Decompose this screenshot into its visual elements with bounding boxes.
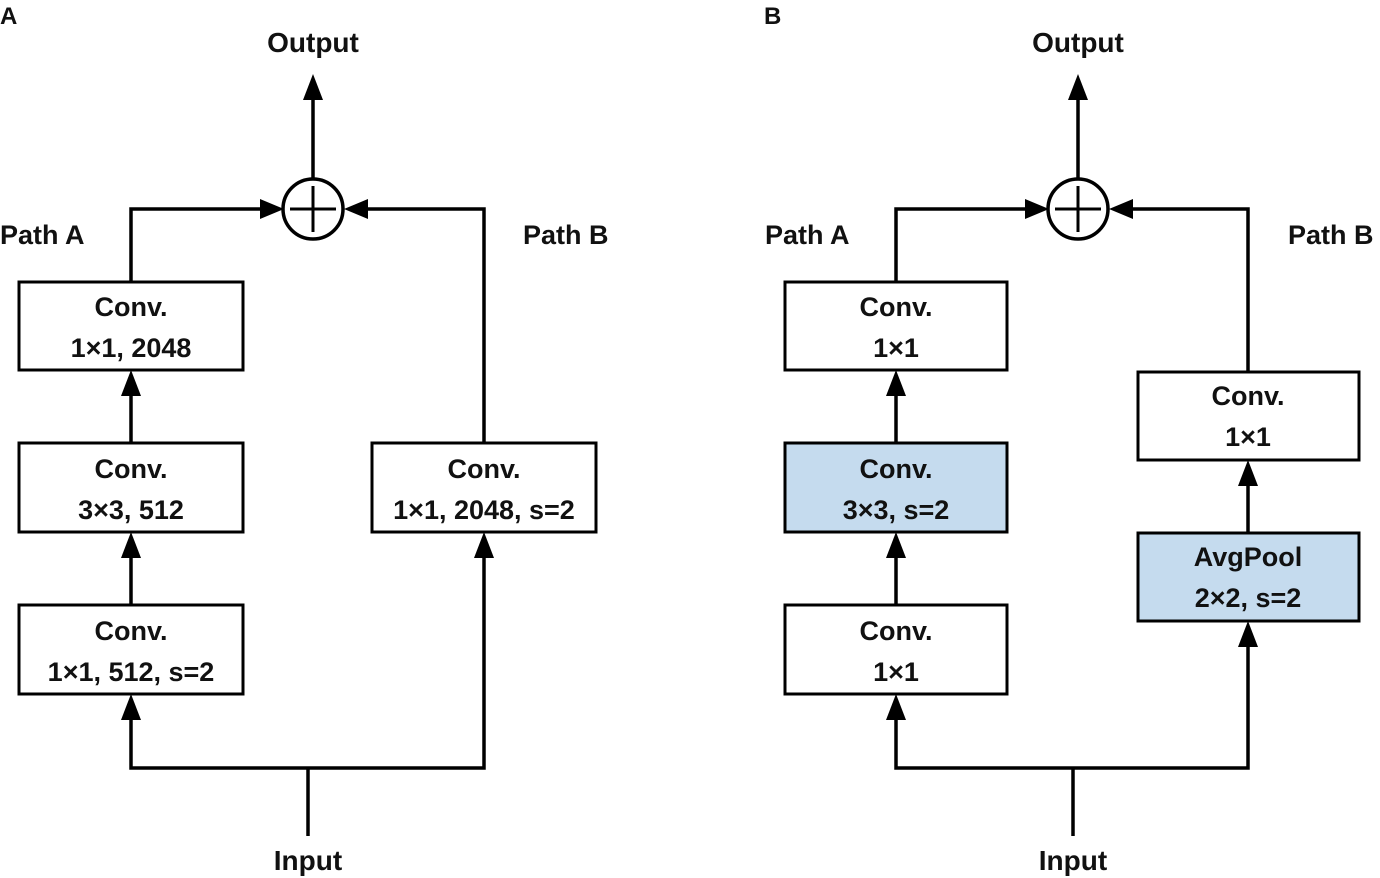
panel-a-sum-left-arrowhead: [260, 199, 284, 219]
panel-b-path-b-label: Path B: [1288, 220, 1374, 250]
box-title: Conv.: [95, 292, 168, 322]
box-params: 1×1, 2048, s=2: [393, 495, 575, 525]
panel-b-input-label: Input: [1039, 845, 1107, 876]
box-title: Conv.: [448, 454, 521, 484]
panel-b-path-b-box-2: AvgPool 2×2, s=2: [1136, 531, 1361, 623]
panel-b-path-a-to-sum-wire: [894, 207, 1031, 282]
box-title: AvgPool: [1194, 542, 1303, 572]
box-title: Conv.: [860, 454, 933, 484]
panel-a: A Output Input Path A Path B Conv.: [0, 3, 609, 876]
panel-b-path-b-box-1: Conv. 1×1: [1136, 370, 1361, 462]
panel-b-path-a-box-2: Conv. 3×3, s=2: [783, 441, 1009, 534]
panel-a-path-a-box-3: Conv. 1×1, 512, s=2: [17, 603, 245, 696]
panel-b-path-a-label: Path A: [765, 220, 850, 250]
panel-b-output-label: Output: [1032, 27, 1124, 58]
panel-b-sum-left-arrowhead: [1025, 199, 1049, 219]
panel-b-path-b-to-sum-wire: [1127, 207, 1250, 372]
panel-b-circled-plus-icon: [1046, 177, 1110, 241]
box-params: 3×3, 512: [78, 495, 184, 525]
panel-a-output-arrowhead: [303, 74, 323, 100]
panel-a-box2-arrowhead: [121, 532, 141, 558]
panel-b-box1-arrowhead: [886, 370, 906, 396]
panel-b-output-arrowhead: [1068, 74, 1088, 100]
box-title: Conv.: [1212, 381, 1285, 411]
box-title: Conv.: [860, 292, 933, 322]
panel-b-conv-arrowhead: [1238, 460, 1258, 486]
box-params: 1×1: [873, 333, 919, 363]
panel-b-letter: B: [764, 3, 781, 30]
panel-a-path-a-box-2: Conv. 3×3, 512: [17, 441, 245, 534]
panel-a-path-b-label: Path B: [523, 220, 609, 250]
box-title: Conv.: [95, 616, 168, 646]
panel-a-output-label: Output: [267, 27, 359, 58]
panel-a-path-b-box-arrowhead: [474, 532, 494, 558]
panel-a-circled-plus-icon: [281, 177, 345, 241]
panel-a-box3-arrowhead: [121, 694, 141, 720]
panel-b-pool-arrowhead: [1238, 621, 1258, 647]
panel-b-path-a-box-1: Conv. 1×1: [783, 280, 1009, 372]
box-params: 1×1, 2048: [71, 333, 192, 363]
panel-b: B Output Input Path A Path B: [764, 3, 1374, 876]
panel-a-path-b-box-1: Conv. 1×1, 2048, s=2: [370, 441, 598, 534]
box-params: 1×1: [1225, 422, 1271, 452]
panel-a-letter: A: [0, 3, 17, 30]
box-params: 2×2, s=2: [1195, 583, 1302, 613]
panel-a-box1-arrowhead: [121, 370, 141, 396]
box-params: 3×3, s=2: [843, 495, 950, 525]
box-title: Conv.: [860, 616, 933, 646]
panel-b-path-a-box-3: Conv. 1×1: [783, 603, 1009, 696]
panel-b-box3-arrowhead: [886, 694, 906, 720]
panel-b-sum-right-arrowhead: [1109, 199, 1133, 219]
box-title: Conv.: [95, 454, 168, 484]
box-params: 1×1, 512, s=2: [48, 657, 215, 687]
panel-a-path-a-to-sum-wire: [129, 207, 266, 282]
panel-a-path-a-label: Path A: [0, 220, 85, 250]
panel-a-path-b-to-sum-wire: [362, 207, 486, 443]
panel-a-sum-right-arrowhead: [344, 199, 368, 219]
box-params: 1×1: [873, 657, 919, 687]
panel-a-path-a-box-1: Conv. 1×1, 2048: [17, 280, 245, 372]
panel-b-box2-arrowhead: [886, 532, 906, 558]
panel-a-input-label: Input: [274, 845, 342, 876]
